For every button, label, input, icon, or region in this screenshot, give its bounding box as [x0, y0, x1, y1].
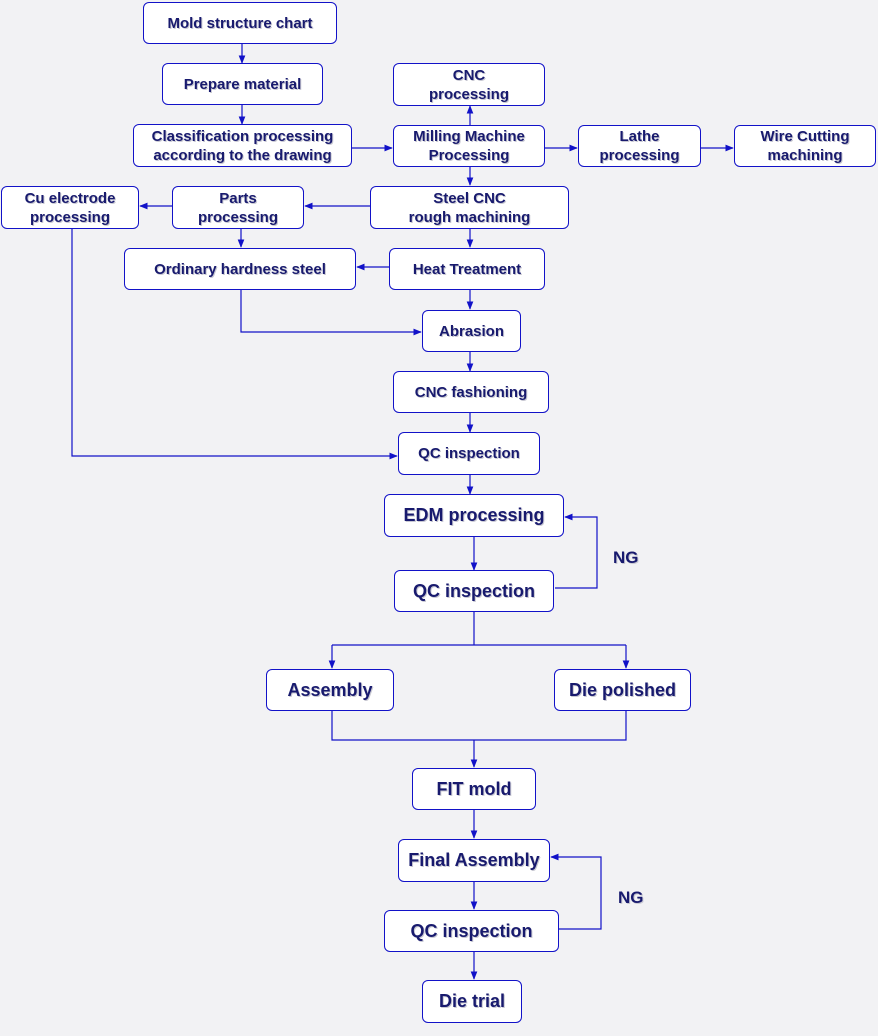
node-label: CNC fashioning [414, 383, 528, 401]
node-die-polished: Die polished [554, 669, 691, 711]
arrow-ng-loop-1 [555, 513, 598, 589]
arrow-split-to-assembly [332, 644, 626, 668]
node-label-line1: Wire Cutting [760, 128, 850, 145]
node-lathe-processing: Lathe processing [578, 125, 701, 167]
node-fit-mold: FIT mold [412, 768, 536, 810]
line-join [331, 711, 627, 741]
node-prepare-material: Prepare material [162, 63, 323, 105]
node-cu-electrode-processing: Cu electrode processing [1, 186, 139, 229]
node-label-line2: rough machining [408, 208, 531, 226]
node-qc-inspection-1: QC inspection [398, 432, 540, 475]
node-label: Die polished [568, 679, 676, 700]
node-edm-processing: EDM processing [384, 494, 564, 537]
node-label: FIT mold [436, 778, 512, 799]
node-label-line1: CNC [452, 66, 486, 84]
node-label: Ordinary hardness steel [154, 260, 326, 278]
node-label: Prepare material [183, 75, 302, 93]
node-qc-inspection-3: QC inspection [384, 910, 559, 952]
node-ordinary-hardness-steel: Ordinary hardness steel [124, 248, 356, 290]
node-milling-machine-processing: Milling Machine Processing [393, 125, 545, 167]
node-abrasion: Abrasion [422, 310, 521, 352]
node-label-line1: Cu electrode [24, 189, 116, 207]
node-label: QC inspection [410, 920, 533, 941]
node-label: QC inspection [418, 445, 520, 462]
node-label-line1: Lathe [619, 128, 660, 145]
ng-label-1: NG [613, 548, 639, 567]
arrow-cu-to-qc1 [71, 229, 398, 460]
arrow-ordinary-to-abrasion [240, 290, 422, 336]
node-final-assembly: Final Assembly [398, 839, 550, 882]
node-classification-processing: Classification processing according to t… [133, 124, 352, 167]
node-label-line1: Classification processing [151, 127, 334, 145]
ng-label-2: NG [618, 888, 644, 907]
arrow-ng-loop-2 [550, 853, 602, 930]
node-label-line2: processing [197, 208, 279, 226]
node-label-line2: machining [767, 147, 843, 164]
node-label: Final Assembly [408, 850, 540, 870]
node-mold-structure-chart: Mold structure chart [143, 2, 337, 44]
node-label-line2: Processing [428, 147, 510, 164]
node-label-line1: Steel CNC [433, 189, 506, 207]
node-parts-processing: Parts processing [172, 186, 304, 229]
node-assembly: Assembly [266, 669, 394, 711]
node-label-line1: Parts [219, 189, 257, 207]
node-label-line1: Milling Machine [413, 128, 525, 145]
node-label: Die trial [438, 991, 506, 1011]
node-label-line2: processing [599, 147, 680, 164]
node-cnc-processing: CNC processing [393, 63, 545, 106]
node-label: Mold structure chart [167, 14, 313, 32]
node-label: Heat Treatment [412, 260, 522, 278]
node-label-line2: processing [29, 208, 110, 226]
node-label: Abrasion [438, 322, 504, 340]
node-qc-inspection-2: QC inspection [394, 570, 554, 612]
node-cnc-fashioning: CNC fashioning [393, 371, 549, 413]
node-label-line2: according to the drawing [153, 146, 332, 164]
node-label-line2: processing [428, 85, 510, 103]
node-label: Assembly [287, 679, 373, 700]
node-steel-cnc-rough-machining: Steel CNC rough machining [370, 186, 569, 229]
node-label: QC inspection [412, 580, 535, 601]
node-heat-treatment: Heat Treatment [389, 248, 545, 290]
node-die-trial: Die trial [422, 980, 522, 1023]
node-wire-cutting-machining: Wire Cutting machining [734, 125, 876, 167]
node-label: EDM processing [403, 505, 545, 525]
